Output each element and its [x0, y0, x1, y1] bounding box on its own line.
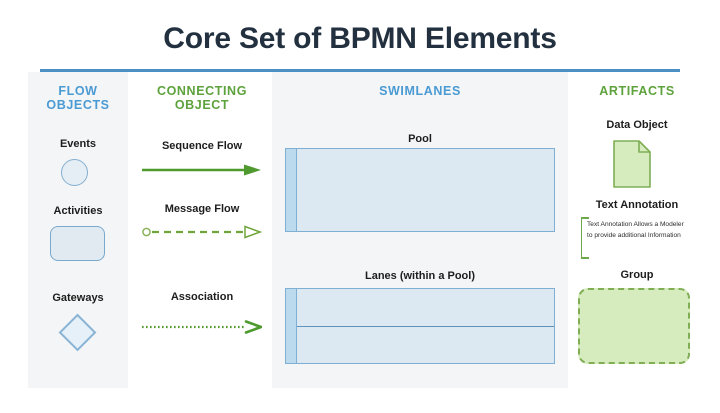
label-activities: Activities — [53, 205, 103, 217]
label-events: Events — [59, 138, 97, 150]
label-group: Group — [620, 269, 654, 281]
column-header-flow-objects-line2: OBJECTS — [46, 98, 110, 112]
column-header-swimlanes: SWIMLANES — [379, 84, 461, 98]
column-header-artifacts: ARTIFACTS — [599, 84, 675, 98]
connector-association — [142, 320, 262, 334]
label-text-annotation: Text Annotation — [595, 199, 679, 211]
page-title: Core Set of BPMN Elements — [163, 22, 557, 55]
shape-event-circle — [61, 159, 88, 186]
label-lanes: Lanes (within a Pool) — [364, 270, 475, 282]
label-pool: Pool — [408, 133, 432, 145]
connector-sequence-flow — [142, 164, 261, 176]
lanes-header-band — [286, 289, 297, 363]
column-header-flow-objects: FLOW OBJECTS — [28, 84, 128, 112]
label-message-flow: Message Flow — [164, 203, 240, 215]
shape-pool — [285, 148, 555, 232]
shape-activity-rounded-rectangle — [50, 226, 105, 261]
title-divider-rule — [40, 69, 680, 72]
label-association: Association — [170, 291, 234, 303]
column-header-connecting-object-line1: CONNECTING — [156, 84, 248, 98]
label-gateways: Gateways — [52, 292, 104, 304]
label-sequence-flow: Sequence Flow — [161, 140, 243, 152]
shape-gateway-diamond — [58, 313, 97, 352]
shape-group-dashed-rectangle — [578, 288, 690, 364]
shape-lanes — [285, 288, 555, 364]
pool-header-band — [286, 149, 297, 231]
label-data-object: Data Object — [606, 119, 668, 131]
lane-divider — [297, 326, 554, 328]
shape-data-object-document-icon — [613, 140, 651, 188]
text-annotation-content: Text Annotation Allows a Modeler to prov… — [587, 221, 684, 239]
column-header-flow-objects-line1: FLOW — [58, 84, 98, 98]
column-header-connecting-object-line2: OBJECT — [174, 98, 230, 112]
column-header-connecting-object: CONNECTING OBJECT — [136, 84, 268, 112]
shape-text-annotation: Text Annotation Allows a Modeler to prov… — [581, 217, 687, 259]
connector-message-flow — [142, 225, 262, 239]
